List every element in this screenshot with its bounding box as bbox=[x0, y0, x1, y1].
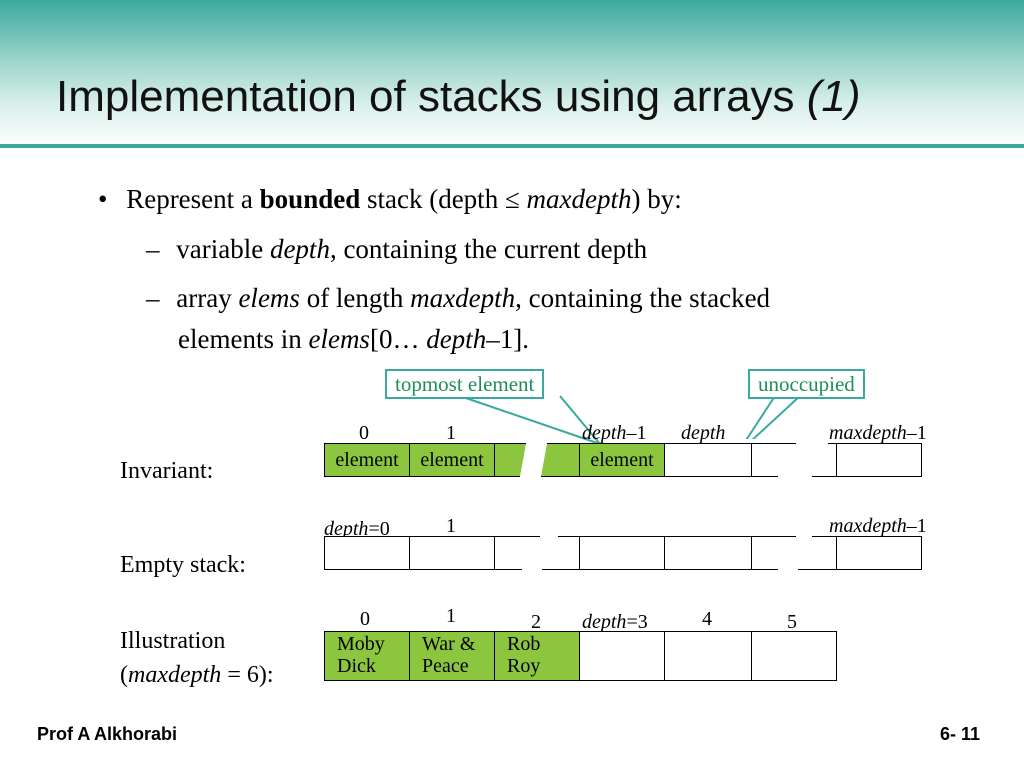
stack-cell: element bbox=[579, 443, 665, 477]
break-mark bbox=[519, 438, 548, 482]
bullet-text: [0… bbox=[369, 324, 427, 354]
illustration-label: Illustration bbox=[120, 628, 226, 654]
index-italic: depth bbox=[324, 518, 369, 540]
index-label: 2 bbox=[531, 611, 541, 633]
index-italic: depth bbox=[582, 611, 627, 633]
header-band bbox=[0, 0, 1024, 148]
cell-text: Peace bbox=[422, 655, 469, 677]
bullet-text: ) by: bbox=[631, 184, 682, 214]
index-label: depth=3 bbox=[582, 611, 648, 633]
cell-text: Rob bbox=[507, 633, 541, 655]
bullet-italic: depth bbox=[269, 234, 330, 264]
bullet-italic: elems bbox=[238, 283, 300, 313]
bullet-text: , containing the current depth bbox=[329, 234, 648, 264]
bullet-italic: elems bbox=[308, 324, 370, 354]
pointer-line bbox=[459, 395, 601, 445]
pointer-line bbox=[559, 395, 601, 445]
index-label: 1 bbox=[446, 515, 456, 537]
bullet-italic: maxdepth bbox=[526, 184, 632, 214]
bullet-text: stack (depth ≤ bbox=[360, 184, 527, 214]
stack-cell-filled: War &Peace bbox=[409, 631, 495, 681]
index-italic: maxdepth bbox=[829, 515, 907, 537]
label-text: = 6): bbox=[221, 662, 274, 688]
index-text: =0 bbox=[368, 518, 390, 540]
stack-cell bbox=[836, 443, 922, 477]
stack-cell bbox=[579, 536, 665, 570]
footer-page-number: 6- 11 bbox=[940, 724, 981, 744]
index-italic: maxdepth bbox=[829, 422, 907, 444]
bullet-2: – variable depth, containing the current… bbox=[146, 234, 647, 264]
index-label: 4 bbox=[702, 608, 712, 630]
dash-mark: – bbox=[146, 283, 160, 313]
index-label: 5 bbox=[787, 611, 797, 633]
stack-cell-empty bbox=[579, 631, 665, 681]
bullet-mark: • bbox=[98, 184, 108, 214]
index-label: 1 bbox=[446, 422, 456, 444]
index-label: depth bbox=[681, 422, 725, 444]
stack-cell bbox=[494, 536, 580, 570]
index-label: depth=0 bbox=[324, 518, 390, 540]
bullet-text: –1]. bbox=[486, 324, 529, 354]
callout-topmost: topmost element bbox=[385, 369, 545, 399]
label-italic: maxdepth bbox=[128, 662, 222, 688]
cell-text: War & bbox=[422, 633, 476, 655]
bullet-text: , containing the stacked bbox=[515, 283, 771, 313]
label-text: ( bbox=[120, 662, 128, 688]
stack-cell bbox=[836, 536, 922, 570]
index-label: 0 bbox=[359, 422, 369, 444]
stack-cell bbox=[324, 536, 410, 570]
bullet-1: • Represent a bounded stack (depth ≤ max… bbox=[98, 184, 682, 214]
dash-mark: – bbox=[146, 234, 160, 264]
bullet-bold: bounded bbox=[259, 184, 361, 214]
cell-text: Moby bbox=[337, 633, 385, 655]
bullet-text: variable bbox=[176, 234, 270, 264]
title-text: Implementation of stacks using arrays bbox=[56, 72, 807, 121]
bullet-text: array bbox=[176, 283, 239, 313]
cell-text: Dick bbox=[337, 655, 376, 677]
bullet-3-continued: elements in elems[0… depth–1]. bbox=[178, 324, 529, 354]
cell-text: Roy bbox=[507, 655, 541, 677]
bullet-text: elements in bbox=[178, 324, 309, 354]
stack-cell: element bbox=[409, 443, 495, 477]
index-text: –1 bbox=[906, 515, 927, 537]
index-label: 0 bbox=[360, 608, 370, 630]
index-text: –1 bbox=[906, 422, 927, 444]
bullet-text: Represent a bbox=[126, 184, 260, 214]
bullet-text: of length bbox=[299, 283, 411, 313]
empty-stack-label: Empty stack: bbox=[120, 552, 246, 578]
illustration-sublabel: (maxdepth = 6): bbox=[120, 662, 274, 689]
invariant-label: Invariant: bbox=[120, 458, 214, 484]
index-label: maxdepth–1 bbox=[829, 422, 927, 444]
stack-cell: element bbox=[324, 443, 410, 477]
index-label: depth–1 bbox=[582, 422, 646, 444]
index-text: =3 bbox=[626, 611, 648, 633]
bullet-3: – array elems of length maxdepth, contai… bbox=[146, 283, 770, 313]
index-italic: depth bbox=[681, 422, 726, 444]
title-suffix: (1) bbox=[806, 72, 861, 121]
index-label: 1 bbox=[446, 605, 456, 627]
stack-cell bbox=[409, 536, 495, 570]
index-text: –1 bbox=[626, 422, 647, 444]
callout-unoccupied: unoccupied bbox=[748, 369, 865, 399]
footer-author: Prof A Alkhorabi bbox=[37, 724, 178, 744]
bullet-italic: maxdepth bbox=[410, 283, 516, 313]
stack-cell-empty bbox=[664, 631, 752, 681]
header-rule bbox=[0, 144, 1024, 148]
bullet-italic: depth bbox=[426, 324, 487, 354]
stack-cell bbox=[664, 536, 752, 570]
index-italic: depth bbox=[582, 422, 627, 444]
slide-title: Implementation of stacks using arrays (1… bbox=[56, 72, 861, 122]
stack-cell-empty bbox=[751, 631, 837, 681]
index-label: maxdepth–1 bbox=[829, 515, 927, 537]
